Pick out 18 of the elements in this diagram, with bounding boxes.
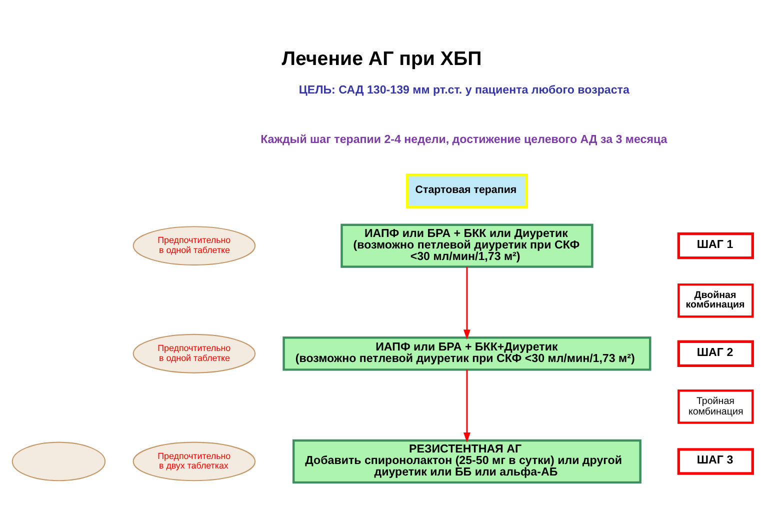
node-ellipse xyxy=(12,441,106,481)
arrow xyxy=(463,369,470,442)
node-box: ИАПФ или БРА + БКК+Диуретик (возможно петлевой диуретик при СКФ <30 мл/мин/1,73 м²) xyxy=(282,336,652,370)
node-box: РЕЗИСТЕНТНАЯ АГ Добавить спиронолактон (25-50 мг в сутки) или другой диуретик или ББ или альфа-АБ xyxy=(292,438,642,484)
diagram-title: Лечение АГ при ХБП xyxy=(282,47,482,70)
node-box: Тройная комбинация xyxy=(678,389,754,424)
node-ellipse: Предпочтительно в двух таблетках xyxy=(132,441,256,481)
label: ЦЕЛЬ: САД 130-139 мм рт.ст. у пациента любого возраста xyxy=(298,84,630,96)
node-box: Двойная комбинация xyxy=(678,282,754,318)
node-box: ШАГ 2 xyxy=(677,340,754,366)
node-box: ШАГ 3 xyxy=(677,448,754,474)
label: Каждый шаг терапии 2-4 недели, достижение целевого АД за 3 месяца xyxy=(260,134,668,146)
node-ellipse: Предпочтительно в одной таблетке xyxy=(132,226,256,265)
node-box: ШАГ 1 xyxy=(677,232,754,259)
arrow xyxy=(463,266,470,340)
node-box: ИАПФ или БРА + БКК или Диуретик (возможно петлевой диуретик при СКФ <30 мл/мин/1,73 м²) xyxy=(340,223,594,268)
node-box: Стартовая терапия xyxy=(406,173,528,208)
node-ellipse: Предпочтительно в одной таблетке xyxy=(132,333,256,373)
